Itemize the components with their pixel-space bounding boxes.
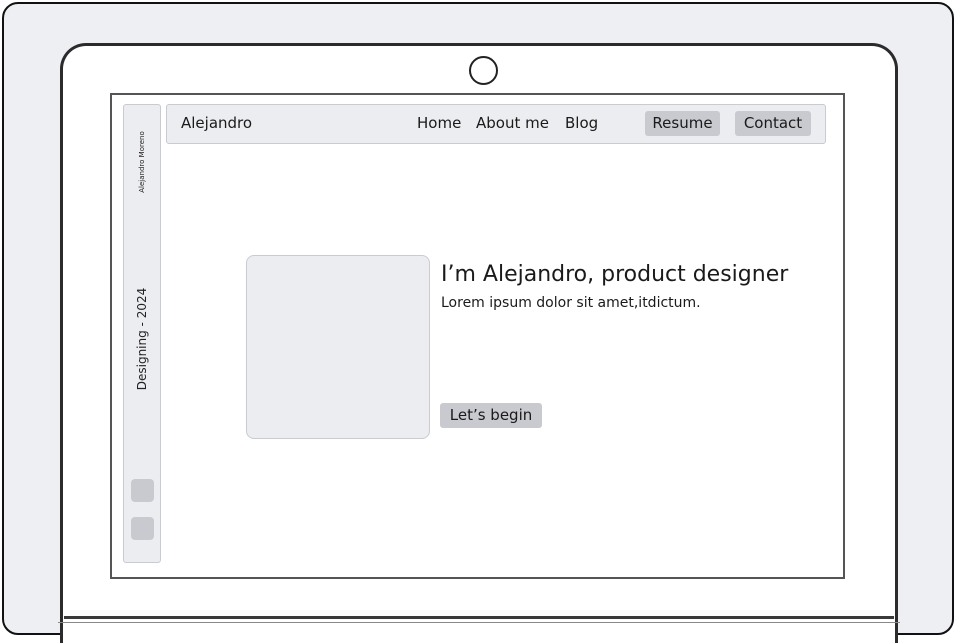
sidebar-button-2[interactable] — [131, 517, 154, 540]
lets-begin-button[interactable]: Let’s begin — [440, 403, 542, 428]
contact-button[interactable]: Contact — [735, 111, 811, 136]
sidebar-tagline: Designing - 2024 — [135, 287, 149, 391]
laptop-base-edge — [58, 622, 900, 623]
laptop-screen — [110, 93, 845, 579]
hero-image-placeholder — [246, 255, 430, 439]
nav-link-blog[interactable]: Blog — [565, 114, 599, 132]
nav-link-home[interactable]: Home — [417, 114, 462, 132]
webcam-icon — [469, 56, 498, 85]
hero-title: I’m Alejandro, product designer — [441, 262, 789, 287]
sidebar-button-1[interactable] — [131, 479, 154, 502]
nav-link-about[interactable]: About me — [476, 114, 549, 132]
brand-name[interactable]: Alejandro — [181, 114, 253, 132]
resume-button[interactable]: Resume — [645, 111, 720, 136]
laptop-base — [64, 616, 894, 619]
hero-subtitle: Lorem ipsum dolor sit amet,itdictum. — [441, 295, 701, 311]
sidebar-name: Alejandro Moreno — [138, 131, 146, 193]
